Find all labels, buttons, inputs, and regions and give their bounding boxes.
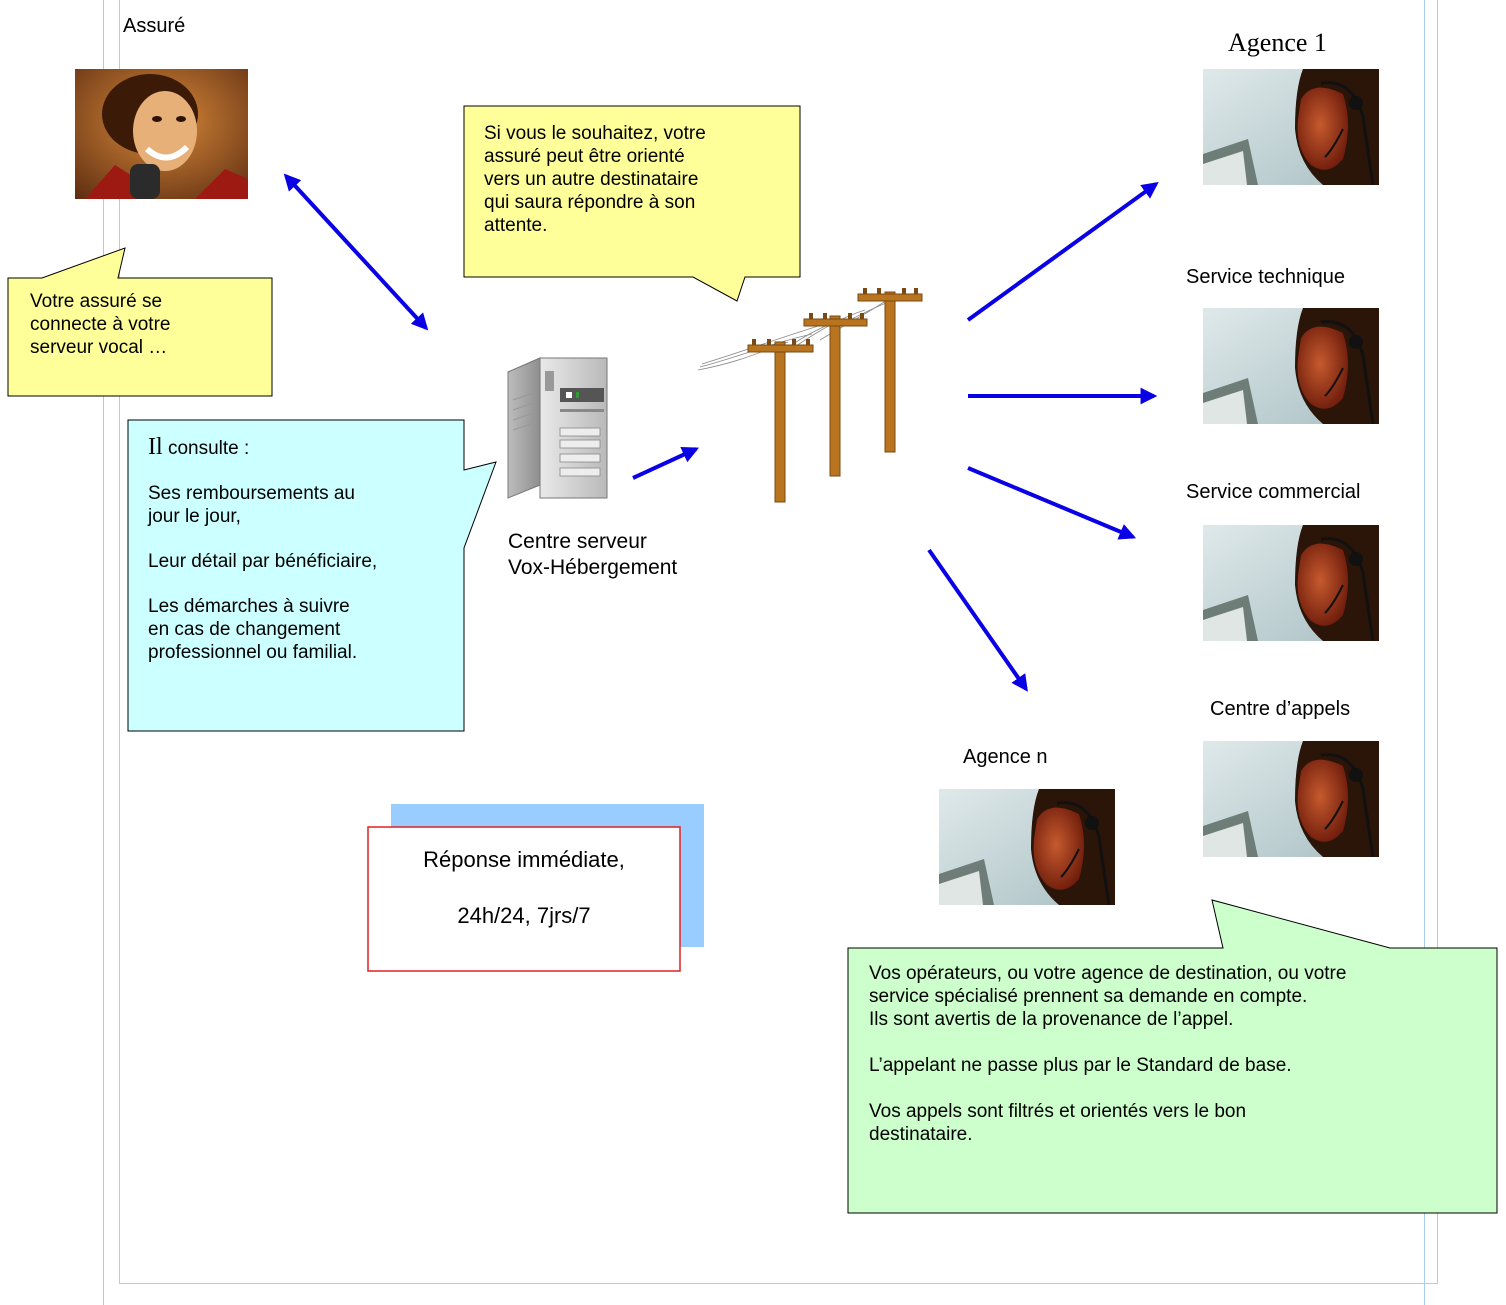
consult-heading: Il consulte :: [148, 434, 458, 460]
callout-connect-shape: [7, 247, 273, 397]
margin-guide-left: [103, 0, 104, 1305]
operator-photo-service-commercial: [1203, 525, 1379, 641]
callout-reroute-shape: [463, 105, 801, 302]
operators-paragraph-2: L’appelant ne passe plus par le Standard…: [869, 1055, 1292, 1076]
margin-guide-right: [1424, 0, 1425, 1305]
label-agence-n: Agence n: [963, 746, 1048, 768]
operator-photo-service-technique: [1203, 308, 1379, 424]
arrow-to-service-commercial: [967, 466, 1137, 540]
frame-bottom-border: [120, 1283, 1438, 1284]
callout-operators-text: Vos opérateurs, ou votre agence de desti…: [869, 962, 1489, 1146]
label-service-commercial: Service commercial: [1186, 481, 1361, 503]
consult-item: Les démarches à suivre en cas de changem…: [148, 596, 358, 663]
callout-consult-shape: [127, 419, 497, 732]
label-centre-serveur: Centre serveur Vox-Hébergement: [508, 530, 678, 579]
telephone-poles-icon: [697, 288, 923, 503]
operators-paragraph-1: Vos opérateurs, ou votre agence de desti…: [869, 963, 1347, 1030]
label-centre-appels: Centre d’appels: [1210, 698, 1351, 720]
callout-reroute-text: Si vous le souhaitez, votre assuré peut …: [484, 123, 706, 236]
operator-photo-centre-appels: [1203, 741, 1379, 857]
operator-photo-agence1: [1203, 69, 1379, 185]
consult-heading-lead: Il: [148, 434, 163, 460]
response-line-1: Réponse immédiate,: [423, 847, 625, 872]
arrow-caller-server: [283, 173, 429, 331]
callout-connect-text: Votre assuré se connecte à votre serveur…: [30, 291, 171, 358]
label-assure: Assuré: [123, 15, 186, 37]
frame-left-border: [119, 0, 120, 1284]
consult-item: Leur détail par bénéficiaire,: [148, 551, 378, 572]
response-box-shape: [367, 826, 681, 972]
arrow-to-agence-n: [927, 548, 1028, 692]
frame-right-border: [1437, 0, 1438, 1284]
server-tower-icon: [507, 357, 608, 499]
operator-photo-agence-n: [939, 789, 1115, 905]
consult-item: Ses remboursements au jour le jour,: [148, 483, 355, 527]
consult-heading-rest: consulte :: [162, 438, 250, 459]
operators-paragraph-3: Vos appels sont filtrés et orientés vers…: [869, 1101, 1247, 1145]
callout-operators-shape: [847, 899, 1498, 1214]
caller-photo: [75, 69, 248, 199]
arrow-server-network: [632, 446, 700, 480]
arrow-to-agence1: [966, 182, 1159, 322]
label-agence1: Agence 1: [1228, 28, 1327, 57]
callout-consult-text: Il consulte : Ses remboursements au jour…: [148, 434, 458, 664]
response-line-2: 24h/24, 7jrs/7: [457, 903, 591, 928]
label-service-technique: Service technique: [1186, 266, 1345, 288]
response-box: Réponse immédiate, 24h/24, 7jrs/7: [368, 827, 680, 971]
